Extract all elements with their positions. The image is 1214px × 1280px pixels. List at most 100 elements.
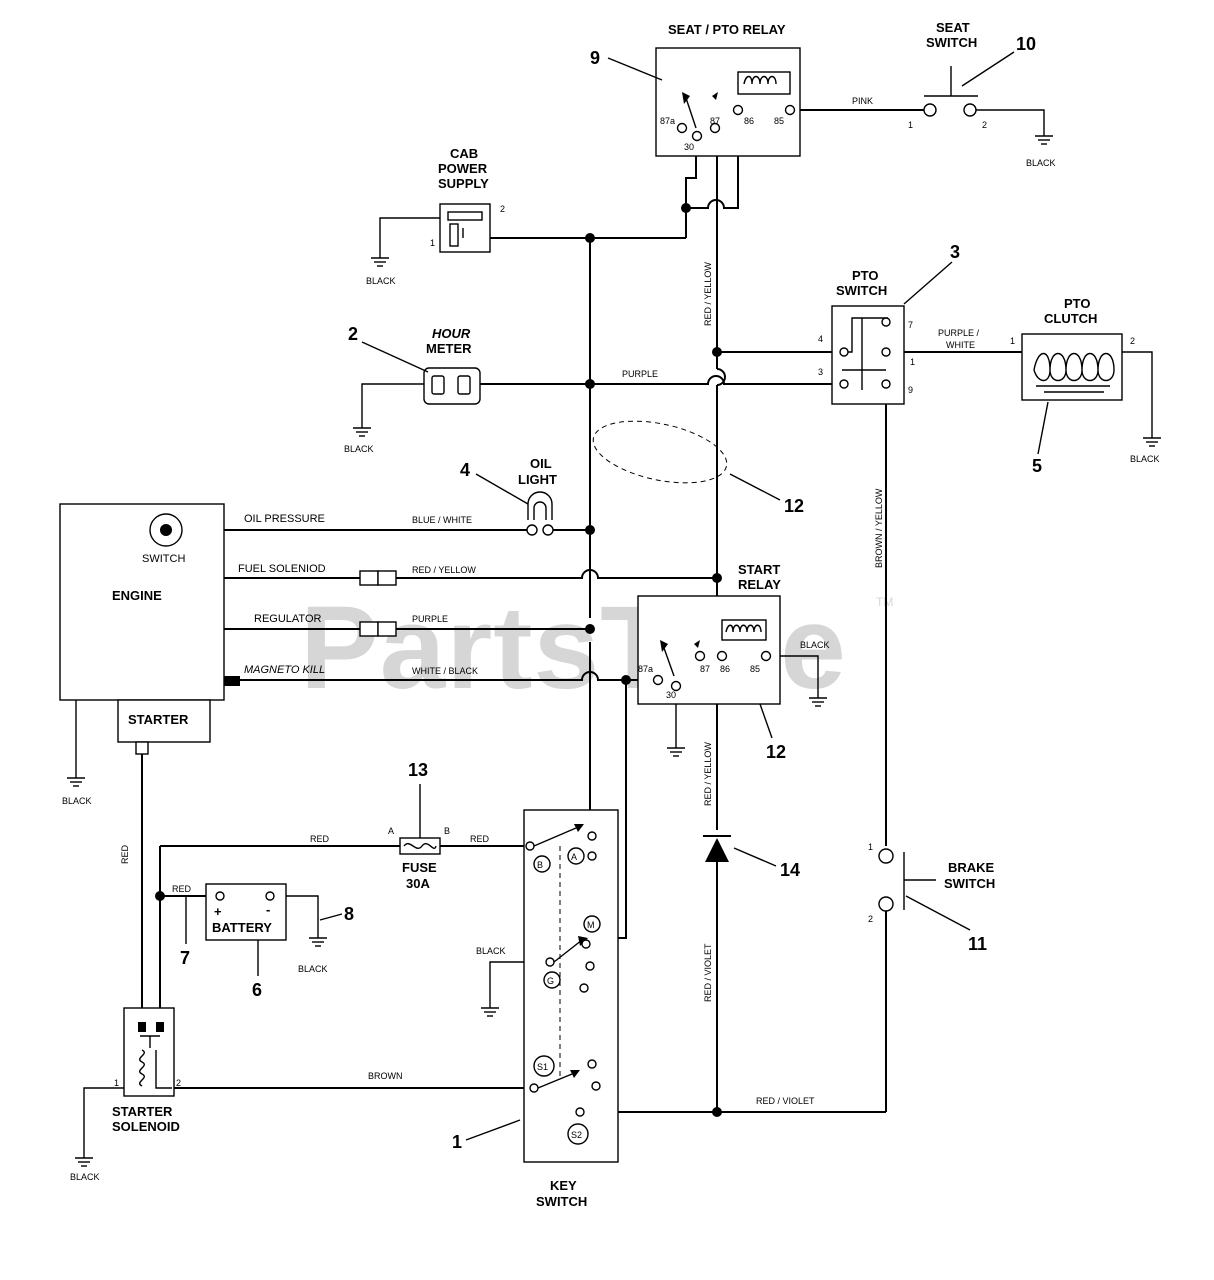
svg-text:4: 4 [818, 334, 823, 344]
svg-text:RED / YELLOW: RED / YELLOW [703, 742, 713, 806]
svg-text:PTO: PTO [1064, 296, 1091, 311]
svg-text:2: 2 [500, 204, 505, 214]
svg-text:A: A [571, 852, 577, 862]
svg-text:B: B [537, 860, 543, 870]
svg-text:SWITCH: SWITCH [926, 35, 977, 50]
svg-text:RED: RED [172, 884, 192, 894]
svg-text:85: 85 [750, 664, 760, 674]
svg-text:OIL PRESSURE: OIL PRESSURE [244, 513, 325, 525]
svg-text:SUPPLY: SUPPLY [438, 176, 489, 191]
junction-dots [155, 203, 722, 1117]
callout-1: 1 [452, 1132, 462, 1152]
start-relay: START RELAY 87a 30 87 86 85 BLACK [637, 562, 830, 757]
svg-text:1: 1 [868, 842, 873, 852]
callout-14: 14 [780, 860, 800, 880]
svg-text:7: 7 [908, 320, 913, 330]
svg-text:86: 86 [720, 664, 730, 674]
watermark-tm: TM [876, 595, 893, 609]
svg-text:WHITE / BLACK: WHITE / BLACK [412, 666, 478, 676]
svg-text:30: 30 [684, 142, 694, 152]
svg-text:PURPLE: PURPLE [412, 614, 448, 624]
callout-11: 11 [968, 934, 987, 954]
svg-text:S2: S2 [571, 1130, 582, 1140]
svg-text:START: START [738, 562, 780, 577]
cab-power-supply: CAB POWER SUPPLY 2 1 BLACK [366, 146, 505, 286]
svg-text:30A: 30A [406, 876, 430, 891]
inline-connectors [359, 570, 397, 637]
seat-switch: SEAT SWITCH 1 2 BLACK PINK [852, 20, 1056, 168]
svg-text:KEY: KEY [550, 1178, 577, 1193]
svg-text:BLACK: BLACK [1026, 158, 1056, 168]
svg-text:86: 86 [744, 116, 754, 126]
svg-text:A: A [388, 826, 394, 836]
svg-text:BLACK: BLACK [800, 640, 830, 650]
wires [75, 109, 1153, 1150]
svg-text:S1: S1 [537, 1062, 548, 1072]
svg-text:SWITCH: SWITCH [836, 283, 887, 298]
svg-text:STARTER: STARTER [128, 712, 189, 727]
svg-text:FUEL SOLENIOD: FUEL SOLENIOD [238, 563, 326, 575]
svg-text:87: 87 [710, 116, 720, 126]
svg-text:SWITCH: SWITCH [142, 553, 185, 565]
svg-text:2: 2 [1130, 336, 1135, 346]
callout-4: 4 [460, 460, 470, 480]
svg-text:HOUR: HOUR [432, 326, 471, 341]
svg-text:-: - [266, 902, 270, 917]
svg-text:1: 1 [430, 238, 435, 248]
svg-text:RED / VIOLET: RED / VIOLET [703, 943, 713, 1002]
svg-text:1: 1 [908, 120, 913, 130]
callout-8: 8 [344, 904, 354, 924]
svg-text:85: 85 [774, 116, 784, 126]
svg-text:CLUTCH: CLUTCH [1044, 311, 1097, 326]
svg-text:METER: METER [426, 341, 472, 356]
svg-text:MAGNETO KILL: MAGNETO KILL [244, 664, 325, 676]
svg-text:RED: RED [120, 844, 130, 864]
svg-text:RELAY: RELAY [738, 577, 781, 592]
svg-text:B: B [444, 826, 450, 836]
callout-7: 7 [180, 948, 190, 968]
battery: + - BATTERY RED BLACK [172, 883, 328, 976]
svg-text:G: G [547, 976, 554, 986]
svg-text:BLUE / WHITE: BLUE / WHITE [412, 515, 472, 525]
starter-solenoid: 1 2 STARTER SOLENOID BLACK BROWN [70, 1007, 403, 1182]
svg-text:87a: 87a [638, 664, 653, 674]
callout-2: 2 [348, 324, 358, 344]
oil-light: OIL LIGHT BLUE / WHITE OIL PRESSURE [244, 456, 557, 536]
svg-text:RED / YELLOW: RED / YELLOW [703, 262, 713, 326]
callout-12a: 12 [784, 496, 804, 516]
svg-text:RED / YELLOW: RED / YELLOW [412, 565, 476, 575]
svg-text:2: 2 [982, 120, 987, 130]
callout-12b: 12 [766, 742, 786, 762]
svg-text:87: 87 [700, 664, 710, 674]
svg-text:87a: 87a [660, 116, 675, 126]
svg-text:SWITCH: SWITCH [536, 1194, 587, 1209]
svg-text:2: 2 [176, 1078, 181, 1088]
svg-text:SOLENOID: SOLENOID [112, 1119, 180, 1134]
svg-text:1: 1 [910, 357, 915, 367]
callout-13: 13 [408, 760, 428, 780]
svg-text:PINK: PINK [852, 96, 873, 106]
svg-text:BLACK: BLACK [1130, 454, 1160, 464]
svg-text:BLACK: BLACK [70, 1172, 100, 1182]
svg-text:1: 1 [1010, 336, 1015, 346]
svg-text:M: M [587, 920, 595, 930]
svg-text:RED: RED [470, 834, 490, 844]
svg-text:POWER: POWER [438, 161, 488, 176]
svg-text:30: 30 [666, 690, 676, 700]
svg-text:RED / VIOLET: RED / VIOLET [756, 1096, 815, 1106]
callout-3: 3 [950, 242, 960, 262]
svg-text:SEAT: SEAT [936, 20, 970, 35]
callout-5: 5 [1032, 456, 1042, 476]
callout-9: 9 [590, 48, 600, 68]
svg-text:3: 3 [818, 367, 823, 377]
engine: SWITCH ENGINE STARTER BLACK [59, 503, 240, 806]
svg-text:OIL: OIL [530, 456, 552, 471]
seat-pto-relay-label: SEAT / PTO RELAY [668, 22, 786, 37]
callouts: 9 10 2 3 5 4 12 12 13 14 11 8 7 6 1 [180, 34, 1049, 1152]
pto-switch: PTO SWITCH 4 3 7 1 9 PURPLE / WHITE [818, 268, 980, 405]
svg-text:1: 1 [114, 1078, 119, 1088]
key-switch: B A M G BLACK S1 S2 KEY SWITCH [476, 809, 619, 1209]
svg-text:REGULATOR: REGULATOR [254, 613, 321, 625]
diode [703, 835, 731, 862]
